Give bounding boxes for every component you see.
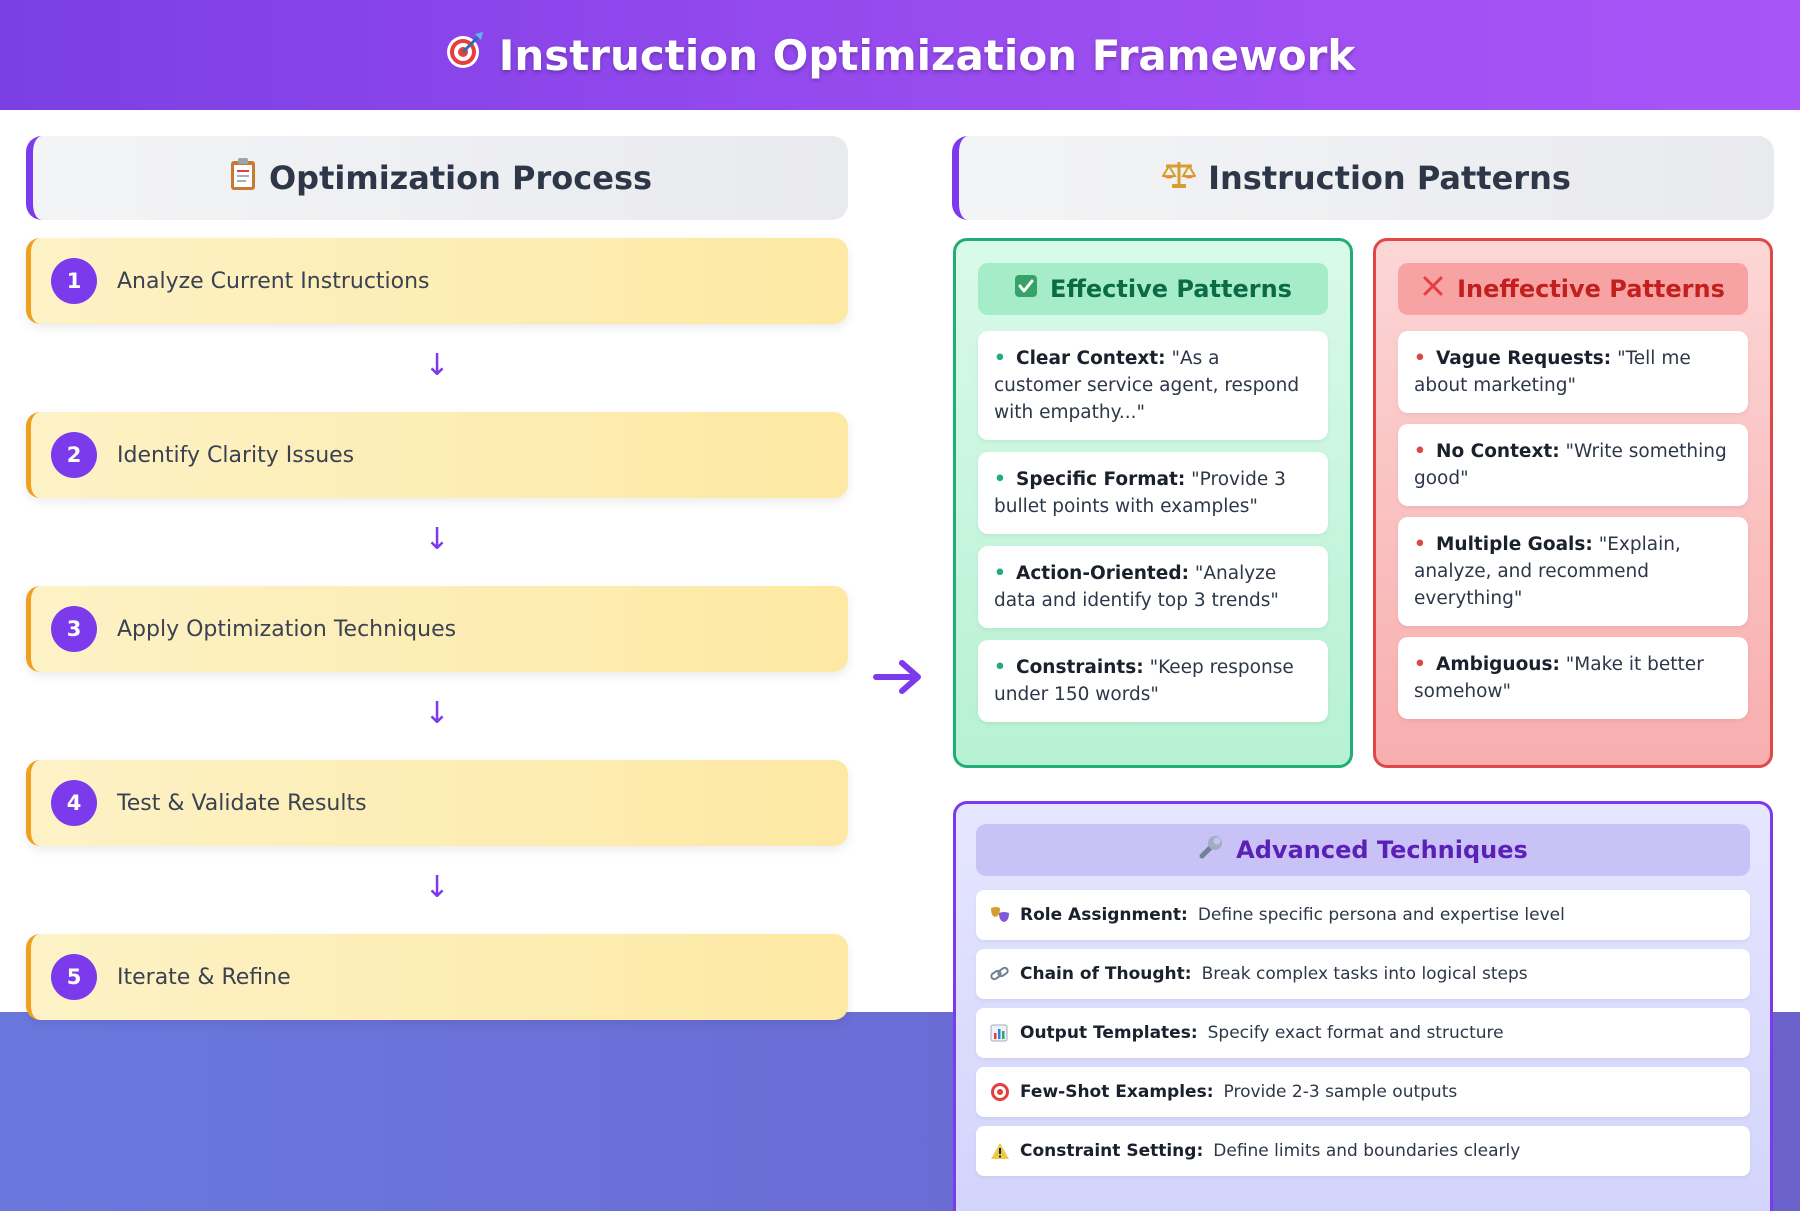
effective-pattern-item: • Action-Oriented: "Analyze data and iden… (978, 546, 1328, 628)
technique-description: Define specific persona and expertise le… (1197, 905, 1565, 925)
step-label: Iterate & Refine (117, 964, 291, 990)
clipboard-icon (229, 157, 257, 199)
technique-row: Role Assignment: Define specific persona… (976, 890, 1750, 940)
process-step-1: 1 Analyze Current Instructions (26, 238, 848, 324)
pattern-name: Clear Context: (1016, 348, 1166, 369)
process-step-5: 5 Iterate & Refine (26, 934, 848, 1020)
cross-icon (1421, 274, 1445, 304)
ineffective-patterns-title: Ineffective Patterns (1457, 275, 1725, 303)
check-icon (1014, 274, 1038, 304)
step-number-badge: 5 (51, 954, 97, 1000)
pattern-name: Action-Oriented: (1016, 563, 1189, 584)
pattern-example: "As a customer service agent, respond wi… (994, 348, 1300, 423)
ineffective-pattern-item: • Ambiguous: "Make it better somehow" (1398, 637, 1748, 719)
step-number-badge: 4 (51, 780, 97, 826)
effective-patterns-header: Effective Patterns (978, 263, 1328, 315)
page-title-text: Instruction Optimization Framework (498, 30, 1356, 80)
technique-row: Few-Shot Examples: Provide 2-3 sample ou… (976, 1067, 1750, 1117)
technique-description: Specify exact format and structure (1207, 1023, 1504, 1043)
ineffective-pattern-item: • No Context: "Write something good" (1398, 424, 1748, 506)
process-step-4: 4 Test & Validate Results (26, 760, 848, 846)
down-arrow-icon: ↓ (424, 870, 450, 905)
ineffective-pattern-item: • Multiple Goals: "Explain, analyze, and … (1398, 517, 1748, 626)
step-number-badge: 1 (51, 258, 97, 304)
bullet-icon: • (1414, 441, 1426, 462)
down-arrow-icon: ↓ (424, 522, 450, 557)
patterns-header: Instruction Patterns (952, 136, 1774, 220)
link-icon (990, 965, 1020, 983)
bullet-icon: • (1414, 654, 1426, 675)
step-number-badge: 2 (51, 432, 97, 478)
advanced-techniques-title: Advanced Techniques (1236, 836, 1528, 864)
step-label: Apply Optimization Techniques (117, 616, 457, 642)
bullet-icon: • (994, 469, 1006, 490)
technique-name: Output Templates: (1020, 1023, 1198, 1043)
pattern-example: "Keep response under 150 words" (994, 657, 1294, 705)
advanced-techniques-header: Advanced Techniques (976, 824, 1750, 876)
technique-name: Role Assignment: (1020, 905, 1188, 925)
pattern-example: "Analyze data and identify top 3 trends" (994, 563, 1279, 611)
pattern-name: No Context: (1436, 441, 1560, 462)
effective-pattern-item: • Clear Context: "As a customer service a… (978, 331, 1328, 440)
down-arrow-icon: ↓ (424, 348, 450, 383)
bullet-icon: • (1414, 534, 1426, 555)
patterns-header-title: Instruction Patterns (1208, 159, 1571, 197)
pattern-name: Vague Requests: (1436, 348, 1612, 369)
technique-description: Provide 2-3 sample outputs (1223, 1082, 1458, 1102)
step-label: Test & Validate Results (117, 790, 367, 816)
process-step-2: 2 Identify Clarity Issues (26, 412, 848, 498)
step-label: Analyze Current Instructions (117, 268, 430, 294)
bullet-icon: • (1414, 348, 1426, 369)
bullet-icon: • (994, 563, 1006, 584)
pattern-example: "Tell me about marketing" (1414, 348, 1691, 396)
technique-description: Break complex tasks into logical steps (1201, 964, 1528, 984)
ineffective-pattern-item: • Vague Requests: "Tell me about marketin… (1398, 331, 1748, 413)
warning-icon (990, 1142, 1020, 1160)
technique-name: Constraint Setting: (1020, 1141, 1204, 1161)
process-header-title: Optimization Process (268, 159, 653, 197)
page-title: Instruction Optimization Framework (445, 30, 1356, 80)
target-icon (445, 30, 485, 80)
bar-chart-icon (990, 1024, 1020, 1042)
technique-row: Chain of Thought: Break complex tasks in… (976, 949, 1750, 999)
pattern-example: "Explain, analyze, and recommend everyth… (1414, 534, 1681, 609)
right-arrow-icon (872, 658, 926, 700)
down-arrow-icon: ↓ (424, 696, 450, 731)
effective-patterns-title: Effective Patterns (1050, 275, 1292, 303)
technique-name: Chain of Thought: (1020, 964, 1192, 984)
pattern-example: "Make it better somehow" (1414, 654, 1704, 702)
ineffective-patterns-panel: Ineffective Patterns • Vague Requests: "T… (1373, 238, 1773, 768)
bullet-icon: • (994, 348, 1006, 369)
technique-description: Define limits and boundaries clearly (1213, 1141, 1521, 1161)
wrench-icon (1198, 834, 1224, 866)
pattern-example: "Write something good" (1414, 441, 1727, 489)
bullet-icon: • (994, 657, 1006, 678)
target-icon (990, 1082, 1020, 1102)
effective-pattern-item: • Constraints: "Keep response under 150 w… (978, 640, 1328, 722)
technique-row: Output Templates: Specify exact format a… (976, 1008, 1750, 1058)
pattern-name: Multiple Goals: (1436, 534, 1593, 555)
process-header: Optimization Process (26, 136, 848, 220)
pattern-name: Specific Format: (1016, 469, 1186, 490)
scales-icon (1161, 159, 1197, 197)
technique-name: Few-Shot Examples: (1020, 1082, 1214, 1102)
pattern-name: Ambiguous: (1436, 654, 1560, 675)
ineffective-patterns-header: Ineffective Patterns (1398, 263, 1748, 315)
header-banner: Instruction Optimization Framework (0, 0, 1800, 110)
effective-pattern-item: • Specific Format: "Provide 3 bullet poin… (978, 452, 1328, 534)
masks-icon (990, 906, 1020, 924)
technique-row: Constraint Setting: Define limits and bo… (976, 1126, 1750, 1176)
pattern-name: Constraints: (1016, 657, 1144, 678)
process-step-3: 3 Apply Optimization Techniques (26, 586, 848, 672)
step-label: Identify Clarity Issues (117, 442, 355, 468)
pattern-example: "Provide 3 bullet points with examples" (994, 469, 1286, 517)
advanced-techniques-panel: Advanced Techniques Role Assignment: Def… (953, 801, 1773, 1211)
step-number-badge: 3 (51, 606, 97, 652)
effective-patterns-panel: Effective Patterns • Clear Context: "As a… (953, 238, 1353, 768)
